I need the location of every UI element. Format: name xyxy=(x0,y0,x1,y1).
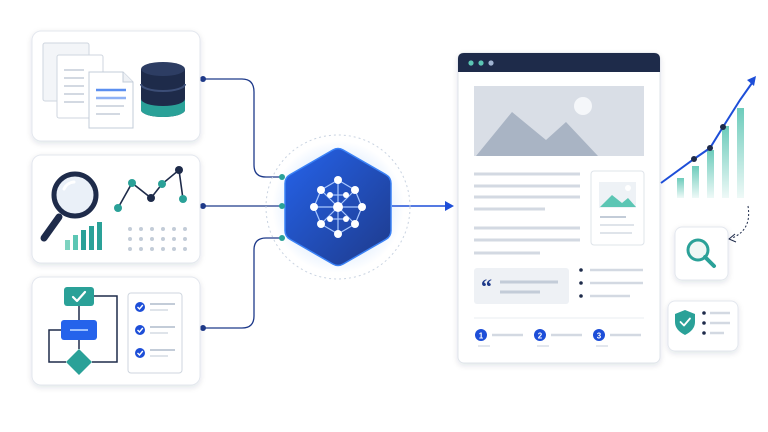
connector-dots xyxy=(200,76,206,331)
magnifier-icon xyxy=(40,171,99,242)
hero-image-placeholder xyxy=(474,86,644,156)
growth-chart-icon xyxy=(660,76,756,198)
hexagon-ports xyxy=(279,174,285,241)
connector-top xyxy=(203,78,282,178)
step-item: 2 xyxy=(534,329,582,347)
search-badge xyxy=(674,226,729,281)
connector-bottom xyxy=(203,237,282,329)
input-card-analytics xyxy=(31,154,201,264)
step-number: 3 xyxy=(597,332,602,341)
search-icon xyxy=(686,238,716,268)
step-number: 2 xyxy=(538,332,543,341)
quote-icon: “ xyxy=(481,274,492,299)
dot-matrix-decoration xyxy=(128,227,187,251)
window-controls xyxy=(468,60,494,66)
checklist-item xyxy=(135,302,175,312)
bullet-list xyxy=(579,268,643,298)
output-report-window: “ 1 2 3 xyxy=(457,52,661,364)
checklist-item xyxy=(135,325,175,335)
input-card-workflow xyxy=(31,276,201,386)
security-card xyxy=(667,300,739,352)
output-arrowhead xyxy=(445,201,454,211)
bar-chart-icon xyxy=(65,222,102,250)
document-stack-icon xyxy=(42,42,134,129)
neural-network-hexagon-icon xyxy=(265,134,411,280)
database-icon xyxy=(140,62,186,117)
flowchart-icon xyxy=(48,287,118,375)
checklist-icon xyxy=(127,292,183,374)
shield-check-icon xyxy=(675,310,695,335)
curved-dashed-arrow xyxy=(731,205,750,239)
input-card-data-sources xyxy=(31,30,201,142)
line-chart-icon xyxy=(114,166,187,212)
security-text-lines xyxy=(702,311,730,335)
step-item: 1 xyxy=(475,329,523,347)
checklist-item xyxy=(135,348,175,358)
image-placeholder-icon xyxy=(590,170,645,246)
window-titlebar xyxy=(458,53,660,72)
quote-block: “ xyxy=(474,268,569,304)
neural-network-nodes xyxy=(310,176,366,238)
step-list: 1 2 3 xyxy=(475,329,641,347)
report-text-lines xyxy=(474,172,580,255)
curved-arrowhead xyxy=(728,233,737,243)
step-item: 3 xyxy=(593,329,641,347)
step-number: 1 xyxy=(479,332,484,341)
